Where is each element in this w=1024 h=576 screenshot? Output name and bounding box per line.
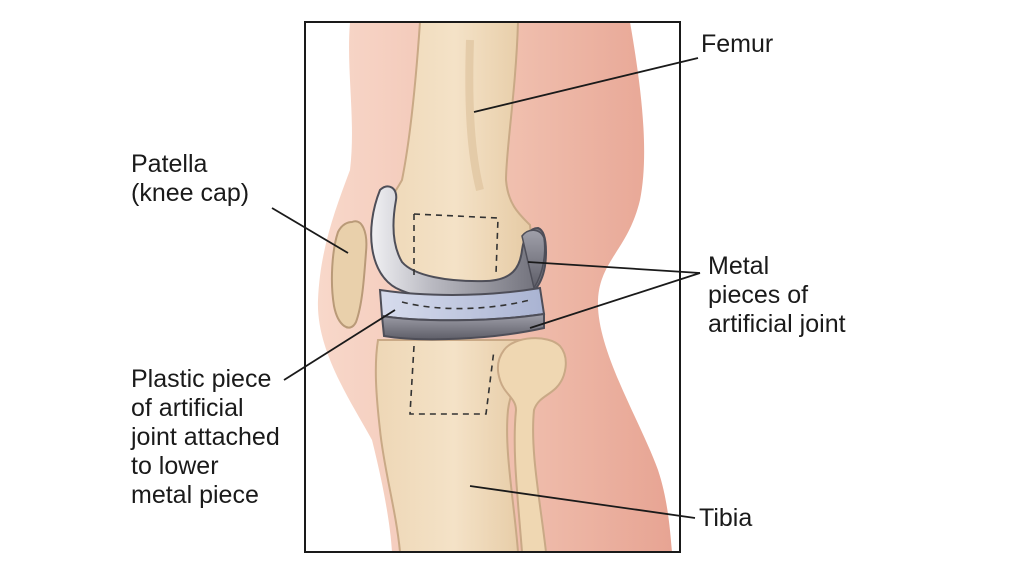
label-metal-pieces: Metal pieces of artificial joint <box>708 252 846 339</box>
leader-plastic <box>283 309 396 381</box>
label-femur: Femur <box>701 30 773 59</box>
leader-metal-upper <box>527 261 701 274</box>
label-plastic-line: to lower <box>131 452 219 480</box>
label-metal-line: artificial joint <box>708 310 846 338</box>
tibial-metal-tray <box>380 312 545 341</box>
leader-metal-lower <box>529 272 701 329</box>
label-plastic-line: Plastic piece <box>131 365 272 393</box>
label-plastic-piece: Plastic piece of artificial joint attach… <box>131 365 280 510</box>
label-plastic-line: of artificial <box>131 394 244 422</box>
label-patella: Patella (knee cap) <box>131 150 249 208</box>
label-plastic-line: metal piece <box>131 481 259 509</box>
label-plastic-line: joint attached <box>131 423 280 451</box>
label-metal-line: Metal <box>708 252 770 280</box>
leader-femur <box>473 57 699 113</box>
leader-patella <box>271 207 349 254</box>
label-metal-line: pieces of <box>708 281 809 309</box>
label-tibia: Tibia <box>699 504 752 533</box>
diagram-frame <box>304 21 681 553</box>
insert-curve-outline <box>401 299 531 310</box>
fibula-bone <box>496 337 567 552</box>
tibial-stem-outline <box>409 345 495 415</box>
femoral-stem-outline <box>413 213 499 276</box>
leader-tibia <box>469 485 696 519</box>
label-patella-line: (knee cap) <box>131 179 250 207</box>
label-patella-line: Patella <box>131 150 208 178</box>
label-tibia-line: Tibia <box>699 504 753 532</box>
leader-lines <box>271 57 701 519</box>
label-femur-line: Femur <box>701 30 774 58</box>
